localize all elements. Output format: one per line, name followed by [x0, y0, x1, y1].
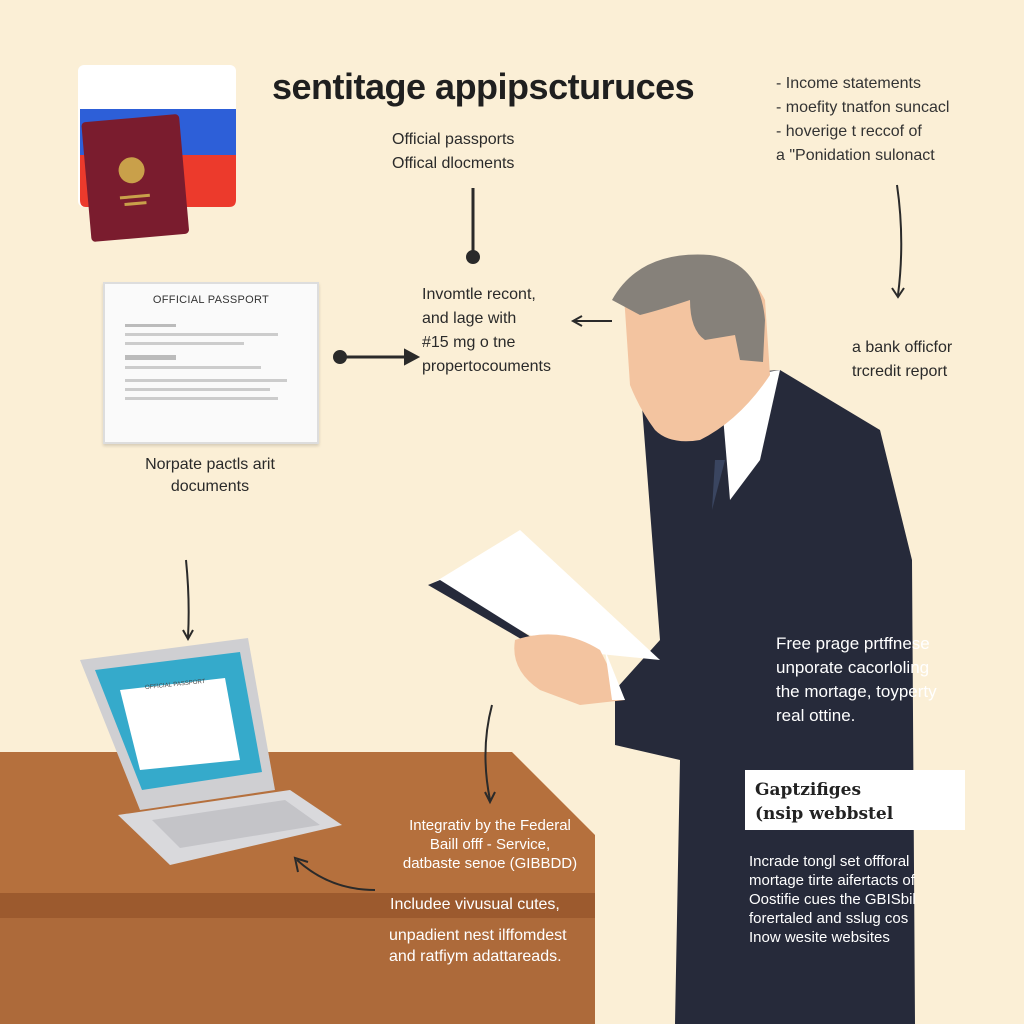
- official-passport-document: OFFICIAL PASSPORT: [103, 282, 319, 444]
- text-line: real ottine.: [776, 706, 856, 725]
- desk-text: Integrativ by the Federal Baill offf - S…: [385, 816, 595, 873]
- desk: [0, 752, 595, 1024]
- passport-caption: Norpate pactls arit documents: [110, 454, 310, 498]
- page-title: sentitage appipscturuces: [272, 66, 695, 107]
- text-line: Official passports: [392, 131, 515, 148]
- text-line: unporate cacorloling: [776, 658, 930, 677]
- text-line: Norpate pactls arit: [145, 456, 275, 473]
- text-line: propertocouments: [422, 358, 551, 375]
- bank-note-text: a bank officfor trcredit report: [852, 336, 952, 384]
- text-line: Baill offf - Service,: [429, 836, 551, 853]
- suit-text-bottom: Incrade tongl set offforal mortage tirte…: [749, 852, 916, 947]
- top-center-text: Official passports Offical dlocments: [392, 128, 514, 176]
- list-item: a "Ponidation sulonact: [776, 147, 935, 164]
- laptop-icon: [80, 638, 342, 865]
- list-item: - moefity tnatfon suncacl: [776, 99, 950, 116]
- text-line: unpadient nest ilffomdest: [389, 927, 567, 944]
- document-heading: OFFICIAL PASSPORT: [152, 294, 270, 306]
- text-line: forertaled and sslug cos: [749, 910, 909, 927]
- text-line: trcredit report: [852, 363, 948, 380]
- text-line: Integrativ by the Federal: [409, 817, 571, 834]
- middle-center-text: Invomtle recont, and lage with #15 mg o …: [422, 283, 551, 379]
- text-line: Includee vivusual cutes,: [390, 896, 560, 913]
- website-box: Gaptzifiges (nsip webbstel: [745, 770, 965, 830]
- man-reading-document-illustration: [428, 254, 915, 1024]
- text-line: a bank officfor: [852, 339, 953, 356]
- text-line: Inow wesite websites: [749, 929, 890, 946]
- text-line: Gaptzifiges: [755, 780, 862, 800]
- text-line: Free prage prtffnese: [776, 634, 930, 653]
- list-item: - hoverige t reccof of: [776, 123, 922, 140]
- text-line: Oostifie cues the GBISbil: [749, 891, 916, 908]
- text-line: datbaste senoe (GIBBDD): [402, 855, 578, 872]
- text-line: the mortage, toyperty: [776, 682, 937, 701]
- text-line: and lage with: [422, 310, 517, 327]
- text-line: Offical dlocments: [392, 155, 515, 172]
- desk-text-2: Includee vivusual cutes,: [390, 893, 560, 917]
- document-lines: [125, 318, 295, 406]
- desk-text-3: unpadient nest ilffomdest and ratfiym ad…: [389, 925, 567, 967]
- text-line: Invomtle recont,: [422, 286, 536, 303]
- top-right-list: - Income statements - moefity tnatfon su…: [776, 72, 949, 168]
- list-item: - Income statements: [776, 75, 921, 92]
- text-line: Incrade tongl set offforal: [749, 853, 910, 870]
- text-line: documents: [170, 478, 250, 495]
- text-line: #15 mg o tne: [422, 334, 516, 351]
- passport-icon: [81, 114, 189, 242]
- text-line: and ratfiym adattareads.: [389, 948, 562, 965]
- suit-text-top: Free prage prtffnese unporate cacorlolin…: [776, 632, 937, 728]
- text-line: mortage tirte aifertacts of: [749, 872, 915, 889]
- text-line: (nsip webbstel: [755, 804, 894, 824]
